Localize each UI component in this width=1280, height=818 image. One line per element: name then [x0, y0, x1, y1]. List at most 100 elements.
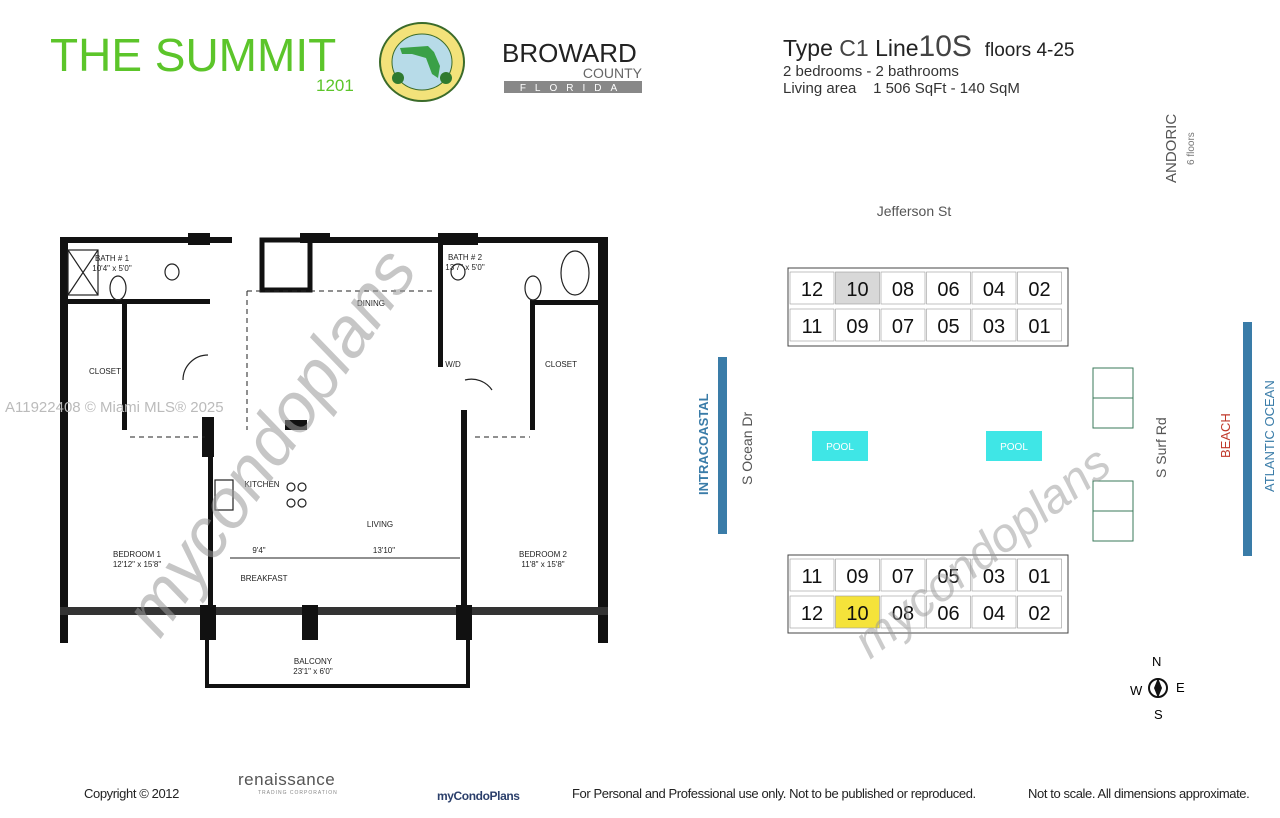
street-s-ocean-dr: S Ocean Dr: [739, 412, 755, 485]
room-bath-2-size: 13'7" x 5'0": [445, 263, 485, 272]
unit-rooms: 2 bedrooms - 2 bathrooms: [783, 63, 959, 80]
intracoastal-label: INTRACOASTAL: [696, 393, 711, 495]
unit-number: 11: [802, 566, 823, 588]
renaissance-logo: renaissance TRADING CORPORATION: [238, 770, 338, 796]
north-block-outline: [787, 267, 1069, 347]
unit-cell: [1017, 308, 1062, 342]
unit-cell: [880, 271, 926, 305]
mycondoplans-watermark: mycondoplans: [108, 234, 431, 648]
unit-cell: [789, 558, 835, 592]
unit-cell: [926, 308, 971, 342]
mycondoplans-logo: myCondoPlans: [437, 789, 520, 803]
unit-number: 03: [983, 316, 1005, 338]
pool-west: [812, 431, 868, 461]
room-bedroom-2: BEDROOM 2: [519, 550, 568, 559]
usage-notice: For Personal and Professional use only. …: [572, 786, 976, 801]
ocean-label: ATLANTIC OCEAN: [1262, 380, 1277, 492]
unit-cell: [835, 595, 880, 629]
unit-number: 10: [846, 279, 868, 301]
building-blocks: 12 10 08 06 04 02 11 09 07 05 03 01 11 09 07 05 03 01 12 10…: [787, 267, 1069, 634]
compass-e: E: [1176, 680, 1185, 695]
compass-w: W: [1130, 683, 1143, 698]
unit-cell: [880, 308, 926, 342]
unit-floors: floors 4-25: [984, 40, 1075, 61]
unit-number: 01: [1028, 566, 1050, 588]
unit-number: 04: [983, 603, 1005, 625]
beach-label: BEACH: [1218, 413, 1233, 458]
ocean-water: [1243, 322, 1252, 556]
floor-plan: BATH # 1 10'4" x 5'0" BATH # 2 13'7" x 5…: [60, 233, 608, 688]
unit-number: 07: [892, 566, 914, 588]
room-breakfast: BREAKFAST: [240, 574, 287, 583]
unit-number: 02: [1028, 279, 1050, 301]
broward-county-logo: BROWARD COUNTY FLORIDA: [502, 38, 643, 94]
unit-line: 10S: [918, 30, 972, 63]
unit-number: 07: [892, 316, 914, 338]
unit-number: 11: [802, 316, 823, 338]
mycondoplans-watermark-site: mycondoplans: [844, 436, 1121, 668]
svg-text:COUNTY: COUNTY: [583, 65, 643, 81]
unit-number: 09: [846, 316, 868, 338]
unit-cell: [1017, 558, 1062, 592]
unit-number: 06: [937, 603, 959, 625]
unit-cell: [971, 595, 1017, 629]
dimension-living: 13'10": [373, 546, 395, 555]
building-title: THE SUMMIT: [50, 29, 337, 81]
unit-number: 12: [801, 603, 823, 625]
andoric-building-label: ANDORIC 6 floors: [1163, 114, 1197, 183]
compass: N S E W: [1130, 654, 1185, 722]
compass-s: S: [1154, 707, 1163, 722]
renaissance-name: renaissance: [238, 770, 336, 789]
unit-number: 10: [846, 603, 868, 625]
pool-east: [986, 431, 1042, 461]
site-plan: Jefferson St INTRACOASTAL S Ocean Dr S S…: [696, 203, 1277, 722]
unit-number: 05: [937, 316, 959, 338]
room-closet-1: CLOSET: [89, 367, 121, 376]
svg-text:FLORIDA: FLORIDA: [520, 83, 626, 94]
unit-number: 03: [983, 566, 1005, 588]
room-divider-lines: [130, 290, 530, 438]
unit-type-heading: Type C1 Line10S floors 4-25: [783, 30, 1075, 64]
unit-cell: [1017, 271, 1062, 305]
area-label: Living area: [783, 80, 857, 97]
unit-number: 04: [983, 279, 1005, 301]
unit-area: Living area 1 506 SqFt - 140 SqM: [783, 80, 1020, 97]
unit-number: 05: [937, 566, 959, 588]
unit-cell: [835, 271, 880, 305]
dimension-kitchen: 9'4": [252, 546, 265, 555]
unit-number: 02: [1028, 603, 1050, 625]
room-balcony: BALCONY: [294, 657, 333, 666]
room-balcony-size: 23'1" x 6'0": [293, 667, 333, 676]
room-kitchen: KITCHEN: [244, 480, 279, 489]
street-s-surf-rd: S Surf Rd: [1153, 417, 1169, 478]
unit-number: 09: [846, 566, 868, 588]
pool-west-label: POOL: [826, 442, 854, 453]
unit-number: 12: [801, 279, 823, 301]
unit-cell: [789, 595, 835, 629]
unit-cell: [926, 595, 971, 629]
unit-number: 06: [937, 279, 959, 301]
mls-watermark: A11922408 © Miami MLS® 2025: [5, 399, 224, 416]
room-closet-2: CLOSET: [545, 360, 577, 369]
scale-notice: Not to scale. All dimensions approximate…: [1028, 786, 1250, 801]
unit-cell: [789, 271, 835, 305]
renaissance-sub: TRADING CORPORATION: [258, 790, 338, 796]
unit-number: 08: [892, 603, 914, 625]
unit-cell: [835, 308, 880, 342]
svg-text:6 floors: 6 floors: [1186, 132, 1197, 165]
room-bedroom-1: BEDROOM 1: [113, 550, 162, 559]
unit-cell: [1017, 595, 1062, 629]
unit-number: 01: [1028, 316, 1050, 338]
fixtures: [67, 249, 590, 511]
pool-east-label: POOL: [1000, 442, 1028, 453]
room-bedroom-1-size: 12'12" x 15'8": [113, 560, 161, 569]
line-label: Line: [875, 35, 919, 61]
unit-type: C1: [839, 35, 869, 61]
tennis-courts: [1092, 367, 1134, 542]
unit-cell: [789, 308, 835, 342]
compass-n: N: [1152, 654, 1161, 669]
unit-cell: [880, 558, 926, 592]
room-living: LIVING: [367, 520, 393, 529]
unit-cell: [880, 595, 926, 629]
building-number: 1201: [316, 76, 354, 95]
